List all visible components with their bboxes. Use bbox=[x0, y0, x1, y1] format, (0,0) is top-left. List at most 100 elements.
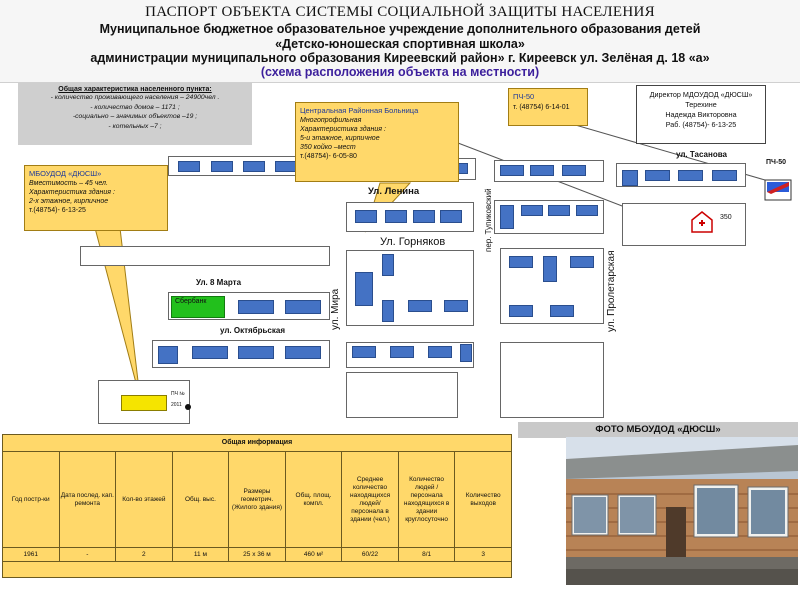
map-building bbox=[211, 161, 233, 172]
map-building bbox=[413, 210, 435, 223]
col-header-dimensions: Размеры геометрич. (Жилого здания) bbox=[228, 451, 286, 548]
street-tupikovsky: пер. Тупиковский bbox=[484, 188, 493, 252]
location-marker-icon bbox=[185, 404, 191, 410]
small-map-label-b: 2011 bbox=[171, 402, 182, 408]
fire-station-map-label: ПЧ-50 bbox=[766, 159, 787, 166]
table-title: Общая информация bbox=[2, 434, 512, 452]
location-map: Сбербанк ПЧ № 2011 350 ПЧ-50 Ул. Ленина … bbox=[24, 88, 792, 424]
map-block bbox=[500, 342, 604, 418]
map-building bbox=[509, 256, 533, 268]
page-header: ПАСПОРТ ОБЪЕКТА СИСТЕМЫ СОЦИАЛЬНОЙ ЗАЩИТ… bbox=[0, 0, 800, 83]
street-8-marta: Ул. 8 Марта bbox=[196, 278, 242, 287]
street-oktyabrskaya: ул. Октябрьская bbox=[220, 326, 285, 335]
map-building bbox=[712, 170, 737, 181]
hospital-building-type: 5-и этажное, кирпичное bbox=[300, 135, 380, 142]
houses-row: - количество домов – 1171 ; bbox=[90, 103, 180, 111]
hospital-icon bbox=[691, 211, 713, 233]
sberbank-label: Сбербанк bbox=[175, 298, 207, 305]
dyussh-building bbox=[121, 395, 167, 411]
cell-area: 460 м² bbox=[284, 547, 343, 562]
population-row: - количество проживающего населения – 24… bbox=[50, 94, 220, 101]
cell-avg-people: 60/22 bbox=[341, 547, 399, 562]
school-building-photo bbox=[566, 437, 798, 585]
hospital-beds: 350 койко –мест bbox=[300, 144, 356, 151]
general-info-table: Общая информация Год постр-ки Дата после… bbox=[2, 434, 512, 578]
street-lenina: Ул. Ленина bbox=[368, 186, 420, 197]
settlement-title: Общая характеристика населенного пункта: bbox=[58, 86, 212, 93]
map-building bbox=[390, 346, 414, 358]
director-surname: Терехине bbox=[685, 100, 717, 109]
map-building bbox=[460, 344, 472, 362]
col-header-roundclock-people: Количество людей / персонала находящихся… bbox=[397, 451, 456, 548]
map-building bbox=[355, 272, 373, 306]
hospital-phone: т.(48754)- 6-05-80 bbox=[300, 153, 357, 160]
dyussh-callout: МБОУДОД «ДЮСШ» Вместимость – 45 чел. Хар… bbox=[24, 165, 168, 231]
map-block bbox=[80, 246, 330, 266]
director-role: Директор МДОУДОД «ДЮСШ» bbox=[649, 90, 753, 99]
director-info: Директор МДОУДОД «ДЮСШ» Терехине Надежда… bbox=[636, 85, 766, 144]
map-building bbox=[543, 256, 557, 282]
map-building bbox=[444, 300, 468, 312]
hospital-callout-title: Центральная Районная Больница bbox=[300, 106, 419, 115]
map-building bbox=[562, 165, 586, 176]
dyussh-building-type: 2-х этажное, кирпичное bbox=[29, 198, 109, 205]
map-building bbox=[576, 205, 598, 216]
map-building bbox=[550, 305, 574, 317]
institution-line: Муниципальное бюджетное образовательное … bbox=[99, 22, 701, 36]
col-header-repair-date: Дата послед. кап. ремонта bbox=[58, 451, 117, 548]
fire-station-callout: ПЧ-50 т. (48754) 6-14-01 bbox=[508, 88, 588, 126]
map-building bbox=[521, 205, 543, 216]
map-building bbox=[622, 170, 638, 186]
boiler-row: - котельных –7 ; bbox=[108, 122, 162, 130]
map-building bbox=[428, 346, 452, 358]
map-building bbox=[192, 346, 228, 359]
street-proletarskaya: ул. Пролетарская bbox=[606, 250, 617, 333]
small-map-label-a: ПЧ № bbox=[171, 391, 185, 397]
dyussh-capacity: Вместимость – 45 чел. bbox=[29, 180, 108, 187]
cell-repair-date: - bbox=[58, 547, 117, 562]
map-building bbox=[382, 300, 394, 322]
col-header-year: Год постр-ки bbox=[2, 451, 60, 548]
dyussh-phone: т.(48754)- 6-13-25 bbox=[29, 207, 86, 214]
col-header-area: Общ. площ. компл. bbox=[284, 451, 343, 548]
cell-height: 11 м bbox=[171, 547, 230, 562]
fire-station-icon bbox=[764, 179, 792, 201]
map-building bbox=[243, 161, 265, 172]
col-header-avg-people: Среднее количество находящихся людей/ пе… bbox=[341, 451, 399, 548]
cell-floors: 2 bbox=[115, 547, 173, 562]
table-footer-blank bbox=[2, 561, 512, 578]
map-building bbox=[275, 161, 297, 172]
col-header-floors: Кол-во этажей bbox=[115, 451, 173, 548]
map-building bbox=[178, 161, 200, 172]
hospital-characteristic-label: Характеристика здания : bbox=[300, 126, 386, 133]
map-building bbox=[440, 210, 462, 223]
dyussh-callout-title: МБОУДОД «ДЮСШ» bbox=[29, 169, 102, 178]
director-name: Надежда Викторовна bbox=[665, 110, 737, 119]
map-block bbox=[622, 203, 746, 246]
map-building bbox=[285, 346, 321, 359]
map-building bbox=[238, 346, 274, 359]
map-building bbox=[382, 254, 394, 276]
map-building bbox=[500, 205, 514, 229]
map-building bbox=[352, 346, 376, 358]
cell-roundclock-people: 8/1 bbox=[397, 547, 456, 562]
map-building bbox=[385, 210, 407, 223]
dyussh-characteristic-label: Характеристика здания : bbox=[29, 189, 115, 196]
map-building bbox=[238, 300, 274, 314]
hospital-profile: Многопрофильная bbox=[300, 117, 362, 124]
fire-station-phone: т. (48754) 6-14-01 bbox=[513, 104, 570, 111]
passport-title: ПАСПОРТ ОБЪЕКТА СИСТЕМЫ СОЦИАЛЬНОЙ ЗАЩИТ… bbox=[145, 4, 655, 20]
map-building bbox=[548, 205, 570, 216]
social-objects-row: -социально – значимых объектов –19 ; bbox=[72, 113, 198, 120]
school-name: «Детско-юношеская спортивная школа» bbox=[275, 37, 525, 51]
table-row: 1961 - 2 11 м 25 х 36 м 460 м² 60/22 8/1… bbox=[2, 547, 512, 562]
map-building bbox=[408, 300, 432, 312]
director-phone: Раб. (48754)- 6-13-25 bbox=[665, 120, 737, 129]
col-header-height: Общ. выс. bbox=[171, 451, 230, 548]
cell-exits: 3 bbox=[454, 547, 512, 562]
street-gornyakov: Ул. Горняков bbox=[380, 236, 446, 248]
map-building bbox=[500, 165, 524, 176]
fire-station-title: ПЧ-50 bbox=[513, 92, 535, 101]
dyussh-area bbox=[98, 380, 190, 424]
map-block bbox=[346, 372, 458, 418]
